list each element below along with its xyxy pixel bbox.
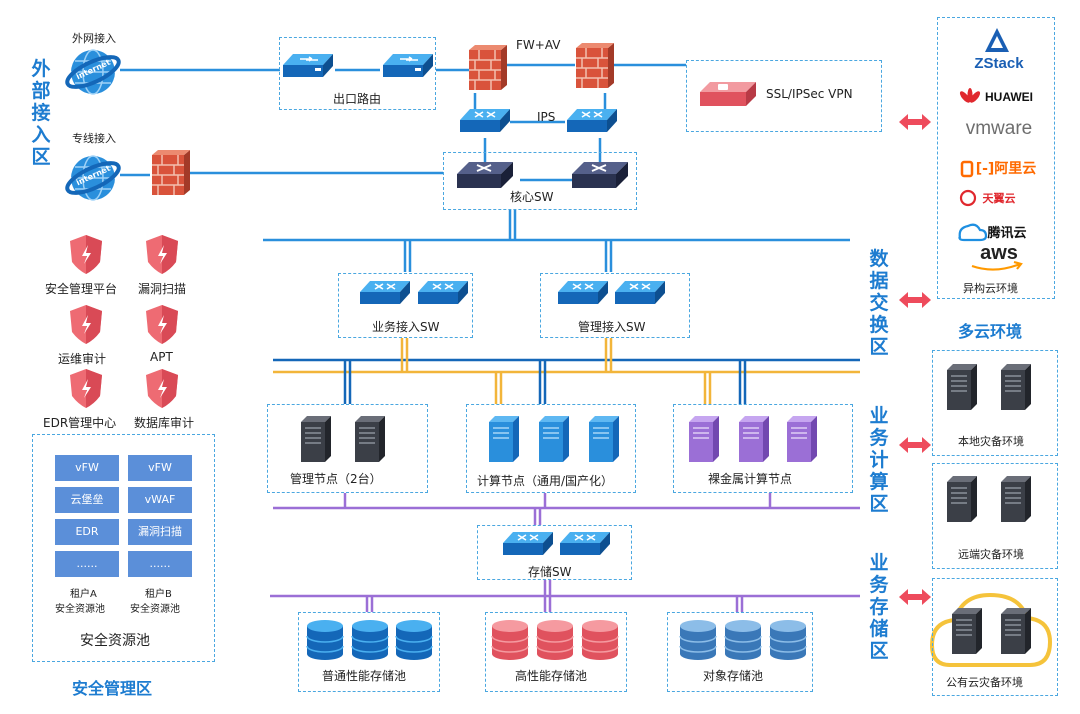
fw-av-2-icon (575, 42, 615, 89)
aws-smile-icon (971, 260, 1023, 271)
hetero-cloud-label: 异构云环境 (963, 282, 1018, 295)
security-pool-group (32, 434, 215, 662)
bare-metal-label: 裸金属计算节点 (708, 472, 793, 486)
tenant-b-pool-item: vWAF (128, 487, 192, 513)
general-storage-label: 普通性能存储池 (322, 669, 407, 683)
tenant-b-label: 安全资源池 (130, 604, 180, 615)
tenant-a-pool-item: 云堡垒 (55, 487, 119, 513)
ips-label: IPS (537, 110, 556, 124)
leased-line-firewall-icon (151, 149, 191, 196)
public-dr-group (932, 578, 1058, 696)
egress-router-group (279, 37, 436, 110)
db-audit-shield-icon (146, 369, 178, 408)
core-sw-label: 核心SW (510, 190, 554, 204)
remote-dr-label: 远端灾备环境 (958, 548, 1024, 561)
ips-2-icon (566, 108, 618, 133)
biz-access-sw-group (338, 273, 473, 338)
zone-security-mgmt-title: 安全管理区 (72, 679, 153, 698)
high-storage-group (485, 612, 627, 692)
huawei-logo-icon (959, 88, 981, 103)
tenant-a-pool-item: vFW (55, 455, 119, 481)
storage-arrow-icon (899, 589, 931, 605)
vendor-vmware: vmware (965, 118, 1033, 139)
edr-center-shield-icon (70, 369, 102, 408)
egress-router-label: 出口路由 (333, 92, 382, 106)
aggregation-buses (273, 338, 860, 404)
vpn-group (686, 60, 882, 132)
tenant-b-pool-item: vFW (128, 455, 192, 481)
tenant-a-label: 租户A (70, 589, 97, 600)
general-storage-group (298, 612, 440, 692)
vendor-tencent: 腾讯云 (987, 226, 1027, 241)
tenant-b-label: 租户B (145, 589, 172, 600)
mgmt-node-label: 管理节点（2台） (290, 472, 382, 486)
compute-node-group (466, 404, 636, 493)
vpn-appliance-icon (700, 82, 756, 106)
vendor-aws: aws (980, 242, 1018, 264)
tianyi-logo-icon (959, 189, 977, 207)
vuln-scan-shield-icon (146, 235, 178, 274)
security-pool-title: 安全资源池 (80, 633, 150, 649)
vendor-huawei: HUAWEI (985, 90, 1033, 104)
biz-access-sw-label: 业务接入SW (372, 320, 440, 334)
tenant-a-pool-item: EDR (55, 519, 119, 545)
zone-multicloud-title: 多云环境 (958, 322, 1023, 341)
security-item-label: EDR管理中心 (43, 416, 117, 430)
fw-av-1-icon (468, 44, 508, 91)
zone-external-title: 外部接入区 (31, 58, 51, 168)
local-dr-group (932, 350, 1058, 456)
zone-biz-storage-title: 业务存储区 (869, 552, 889, 662)
mgmt-access-sw-label: 管理接入SW (578, 320, 646, 334)
internet-access-label: 外网接入 (72, 32, 116, 45)
remote-dr-group (932, 463, 1058, 569)
aliyun-logo-icon (960, 160, 974, 178)
tenant-b-pool-item: 漏洞扫描 (128, 519, 192, 545)
exchange-arrow-icon (899, 292, 931, 308)
compute-node-label: 计算节点（通用/国产化） (477, 474, 614, 488)
tencent-logo-icon (958, 223, 988, 242)
ips-1-icon (459, 108, 511, 133)
public-dr-label: 公有云灾备环境 (946, 676, 1023, 689)
local-dr-label: 本地灾备环境 (958, 435, 1024, 448)
top-links (120, 63, 850, 272)
high-storage-label: 高性能存储池 (515, 669, 588, 683)
zstack-logo-icon (985, 28, 1009, 52)
multicloud-arrow-icon (899, 114, 931, 130)
tenant-a-pool-item: ...... (55, 551, 119, 577)
mgmt-access-sw-group (540, 273, 690, 338)
apt-shield-icon (146, 305, 178, 344)
fw-av-label: FW+AV (516, 38, 561, 52)
object-storage-label: 对象存储池 (703, 669, 764, 683)
vendor-aliyun: [-]阿里云 (975, 161, 1037, 177)
storage-buses (270, 493, 860, 612)
vendor-zstack: ZStack (974, 55, 1024, 72)
mgmt-node-group (267, 404, 428, 493)
security-item-label: 漏洞扫描 (138, 282, 187, 296)
vpn-label: SSL/IPSec VPN (766, 87, 853, 101)
vendor-tianyi: 天翼云 (982, 192, 1016, 205)
leased-line-label: 专线接入 (72, 132, 116, 145)
zone-data-exchange-title: 数据交换区 (869, 248, 889, 358)
security-item-label: APT (150, 350, 173, 364)
tenant-b-pool-item: ...... (128, 551, 192, 577)
zone-biz-compute-title: 业务计算区 (869, 405, 889, 515)
core-sw-group (443, 152, 637, 210)
tenant-a-label: 安全资源池 (55, 604, 105, 615)
ops-audit-shield-icon (70, 305, 102, 344)
hetero-cloud-group (937, 17, 1055, 299)
storage-sw-label: 存储SW (528, 565, 572, 579)
security-item-label: 运维审计 (58, 352, 107, 366)
compute-arrow-icon (899, 437, 931, 453)
security-item-label: 数据库审计 (134, 416, 195, 430)
storage-sw-group (477, 525, 632, 580)
security-platform-shield-icon (70, 235, 102, 274)
object-storage-group (667, 612, 813, 692)
security-item-label: 安全管理平台 (45, 282, 118, 296)
bare-metal-group (673, 404, 853, 493)
